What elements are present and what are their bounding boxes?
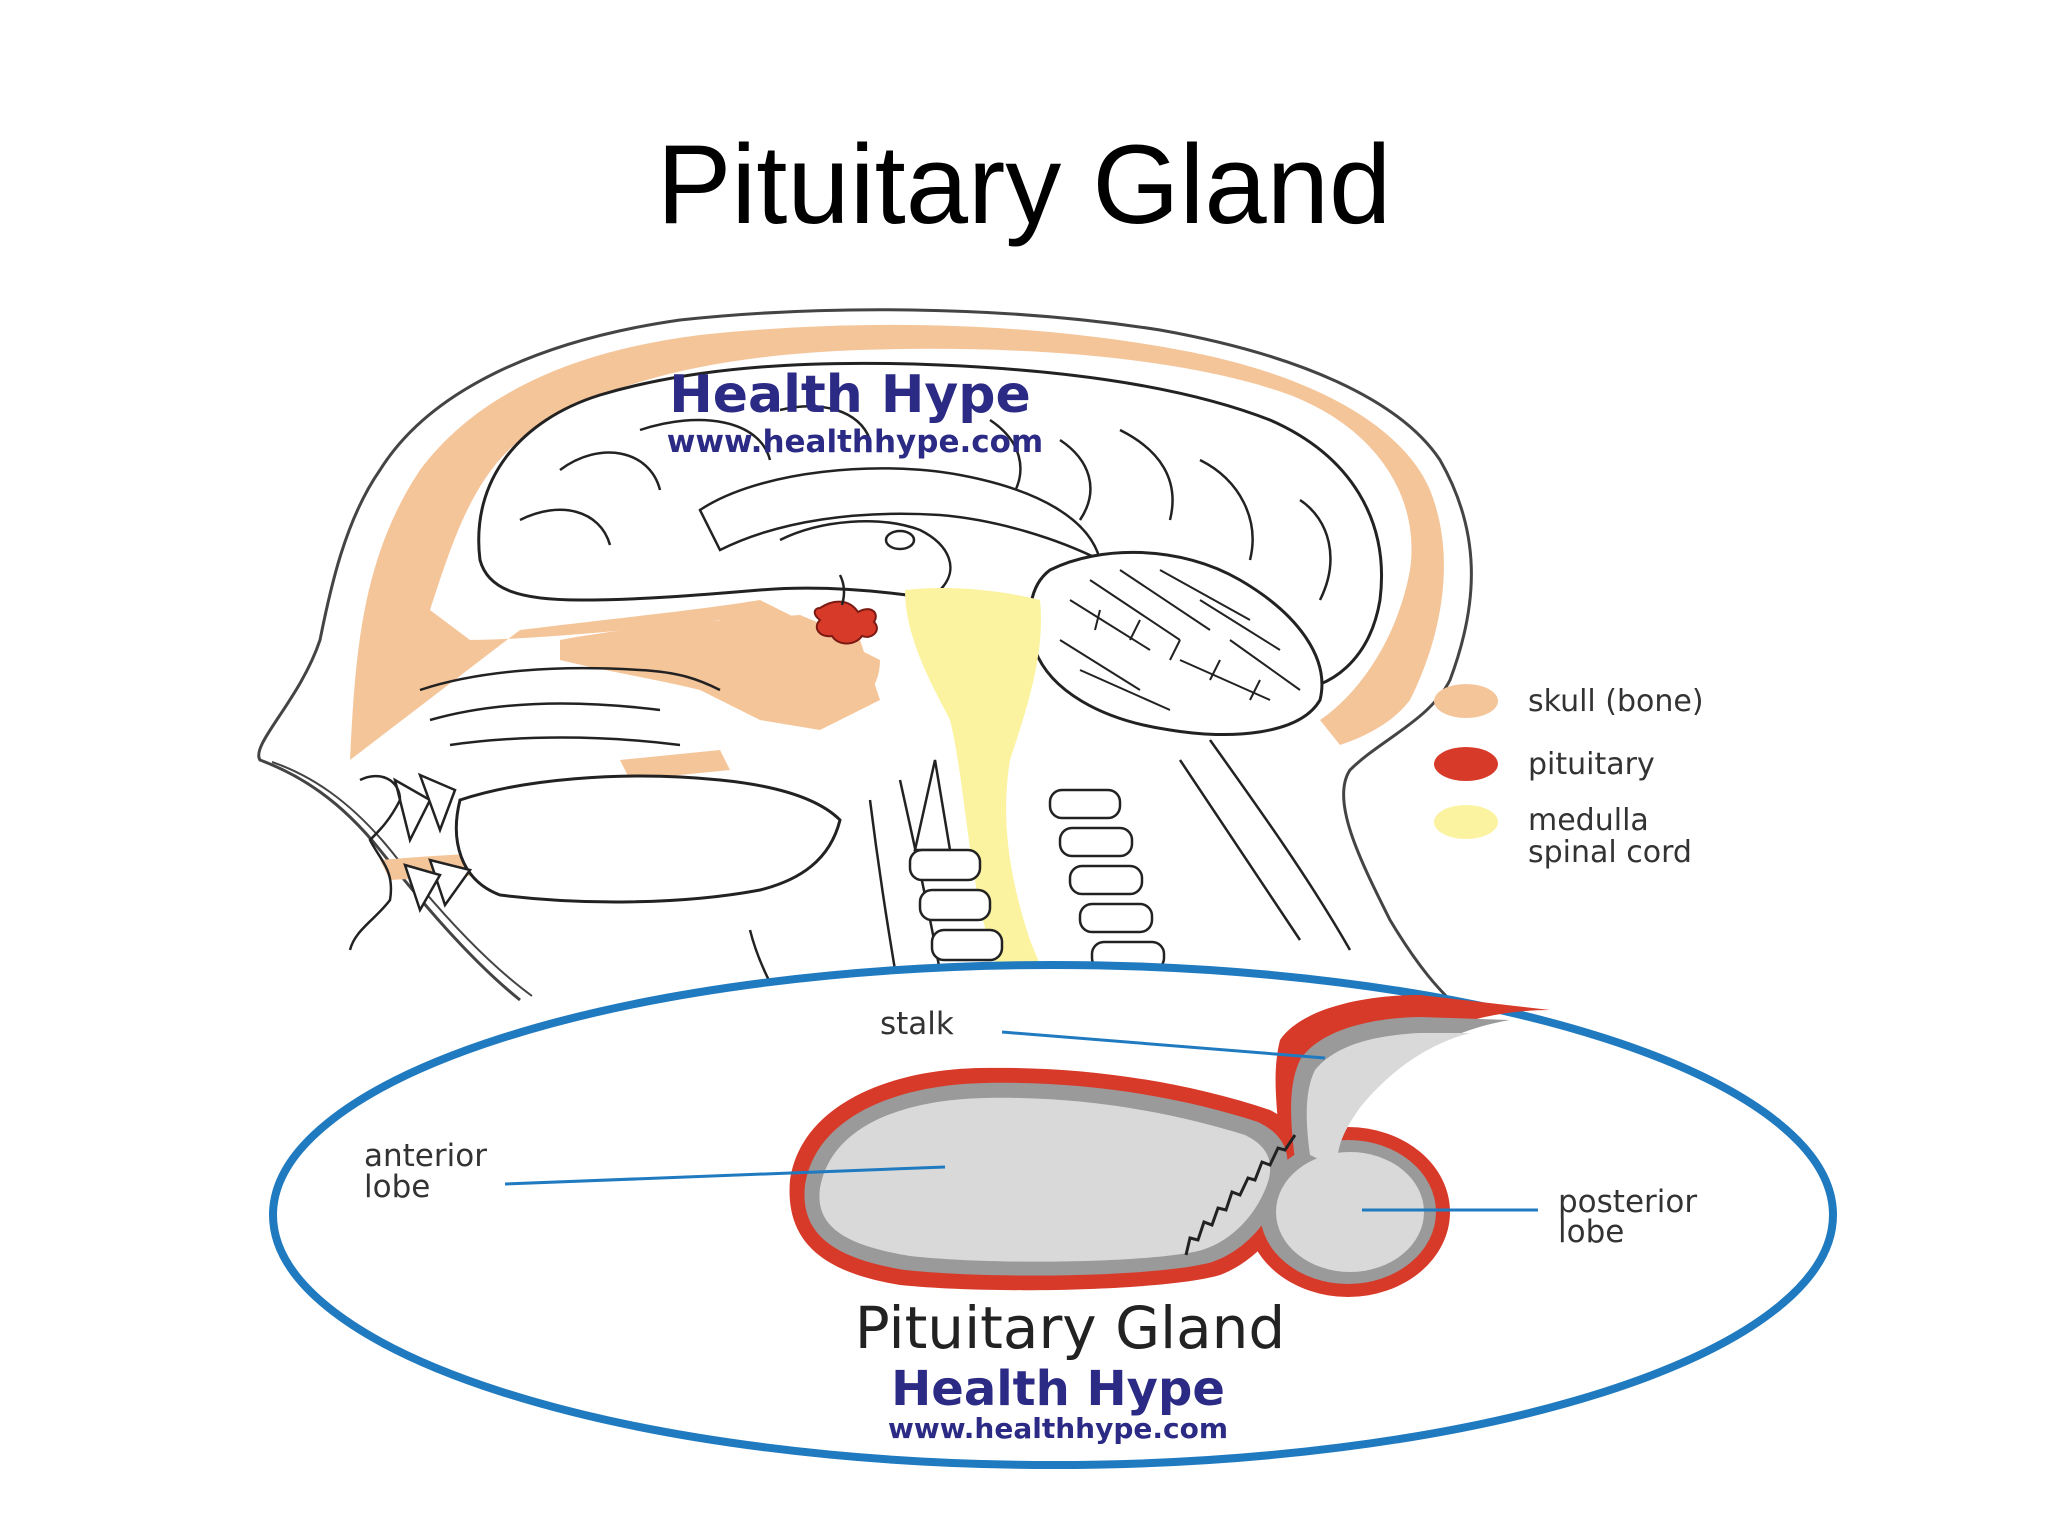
pituitary-in-head: [813, 600, 878, 645]
skull-base: [560, 615, 880, 730]
legend-swatch-medulla: [1434, 805, 1498, 839]
legend-label-skull: skull (bone): [1528, 684, 1704, 719]
oral-cavity: [454, 774, 842, 904]
skull-bone: [350, 324, 1444, 760]
pituitary-inset: stalk anterior lobe posterior lobe Pitui…: [269, 961, 1837, 1469]
head-watermark-url: www.healthhype.com: [667, 424, 1043, 460]
brainstem-spinal-cord: [905, 588, 1070, 1020]
anterior-lobe: [819, 1097, 1271, 1262]
legend: skull (bone) pituitary medulla spinal co…: [1434, 684, 1704, 870]
posterior-lobe: [1276, 1152, 1424, 1272]
inset-watermark-title: Health Hype: [891, 1361, 1225, 1417]
label-anterior-2: lobe: [364, 1169, 430, 1205]
stalk: [1306, 1033, 1470, 1168]
lips: [348, 774, 402, 951]
cerebellum: [1028, 550, 1324, 737]
label-stalk: stalk: [880, 1006, 954, 1042]
legend-label-medulla: medulla: [1528, 803, 1649, 838]
leader-lines: [504, 1030, 1538, 1212]
label-posterior-2: lobe: [1558, 1214, 1624, 1250]
slide-title: Pituitary Gland: [656, 122, 1392, 247]
nasal-passages: [419, 666, 721, 747]
legend-label-pituitary: pituitary: [1528, 747, 1655, 782]
legend-label-spinal-cord: spinal cord: [1528, 835, 1692, 870]
head-watermark-title: Health Hype: [669, 365, 1031, 425]
brain-gyri: [519, 405, 1332, 601]
head-cross-section: Health Hype www.healthhype.com: [257, 308, 1473, 1021]
teeth: [393, 772, 473, 914]
label-anterior-1: anterior: [364, 1138, 487, 1174]
inset-title: Pituitary Gland: [855, 1294, 1286, 1362]
legend-swatch-skull: [1434, 684, 1498, 718]
inset-watermark-url: www.healthhype.com: [888, 1412, 1228, 1445]
label-posterior-1: posterior: [1558, 1184, 1697, 1220]
legend-swatch-pituitary: [1434, 747, 1498, 781]
lobe-boundary: [1184, 1134, 1297, 1256]
